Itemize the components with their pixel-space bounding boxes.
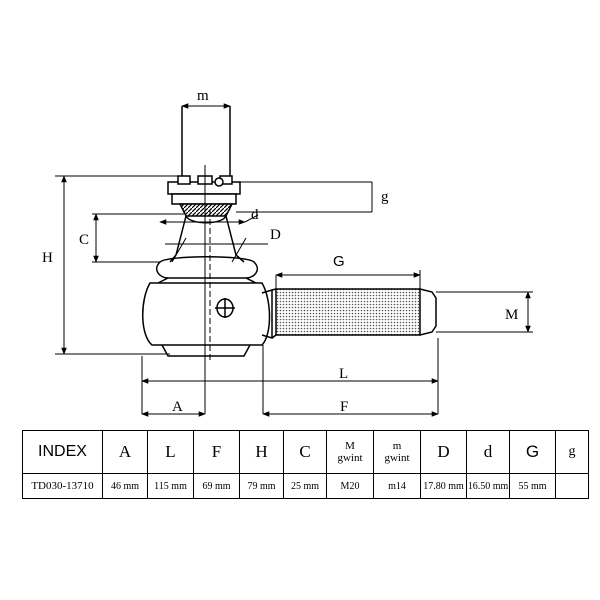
table-header-row: INDEX A L F H C M gwint m gwint D d G g [22,430,589,474]
header-F: F [193,430,240,474]
header-D: D [420,430,467,474]
header-A: A [102,430,148,474]
cell-index: TD030-13710 [22,473,103,499]
header-g: g [555,430,589,474]
cell-L: 115 mm [147,473,194,499]
label-C: C [79,232,89,248]
dimension-labels: m g d C D H G M L A F [42,88,518,415]
cell-m: m14 [373,473,421,499]
header-m: m gwint [373,430,421,474]
cell-D: 17.80 mm [420,473,467,499]
label-G: G [333,253,345,270]
label-D: D [270,227,281,243]
header-m-sub: gwint [384,452,410,464]
cell-F: 69 mm [193,473,240,499]
header-d: d [466,430,510,474]
header-L: L [147,430,194,474]
header-index: INDEX [22,430,103,474]
header-C: C [283,430,327,474]
cell-G: 55 mm [509,473,556,499]
label-M: M [505,307,518,323]
header-G: G [509,430,556,474]
cell-M: M20 [326,473,374,499]
dimension-lines [55,103,533,417]
cell-C: 25 mm [283,473,327,499]
part-outline [142,106,437,357]
label-A: A [172,399,183,415]
cell-A: 46 mm [102,473,148,499]
label-L: L [339,366,348,382]
header-M: M gwint [326,430,374,474]
label-g: g [381,189,389,205]
cell-g [555,473,589,499]
cell-H: 79 mm [239,473,284,499]
header-m-label: m [392,440,402,452]
label-m: m [197,88,209,104]
center-lines [204,165,211,414]
cell-d: 16.50 mm [466,473,510,499]
label-H: H [42,250,53,266]
label-F: F [340,399,348,415]
label-d: d [251,207,259,223]
header-H: H [239,430,284,474]
spec-table: INDEX A L F H C M gwint m gwint D d G g … [22,430,589,499]
table-row: TD030-13710 46 mm 115 mm 69 mm 79 mm 25 … [22,473,589,499]
header-M-sub: gwint [337,452,363,464]
header-M-label: M [345,440,355,452]
